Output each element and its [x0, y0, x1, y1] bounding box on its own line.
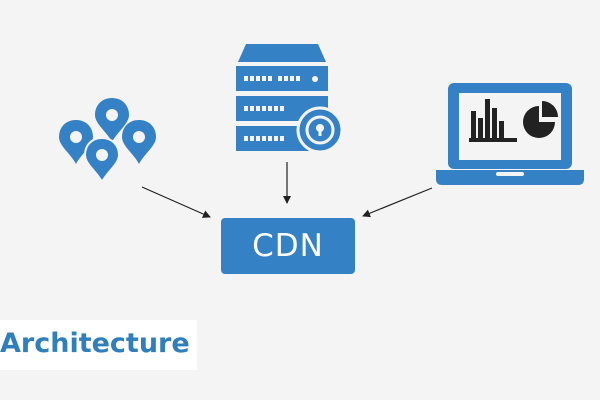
- laptop-chart-icon: [436, 83, 584, 185]
- pie-chart-icon: [523, 101, 558, 138]
- lock-badge-icon: [296, 106, 344, 154]
- server-icon: [206, 44, 344, 154]
- map-pin-1: [59, 120, 93, 164]
- cdn-node-box: [221, 218, 355, 274]
- bar-chart-icon: [469, 99, 517, 142]
- connection-arrows: [141, 162, 433, 218]
- caption-title: Architecture: [0, 328, 190, 359]
- arrow-pins-to-cdn: [141, 186, 211, 218]
- map-pin-2: [95, 98, 129, 142]
- map-pin-4: [83, 136, 121, 185]
- map-pin-icon: [59, 98, 156, 185]
- map-pin-3: [122, 120, 156, 164]
- arrow-laptop-to-cdn: [362, 187, 433, 218]
- caption-box: Architecture: [0, 320, 197, 370]
